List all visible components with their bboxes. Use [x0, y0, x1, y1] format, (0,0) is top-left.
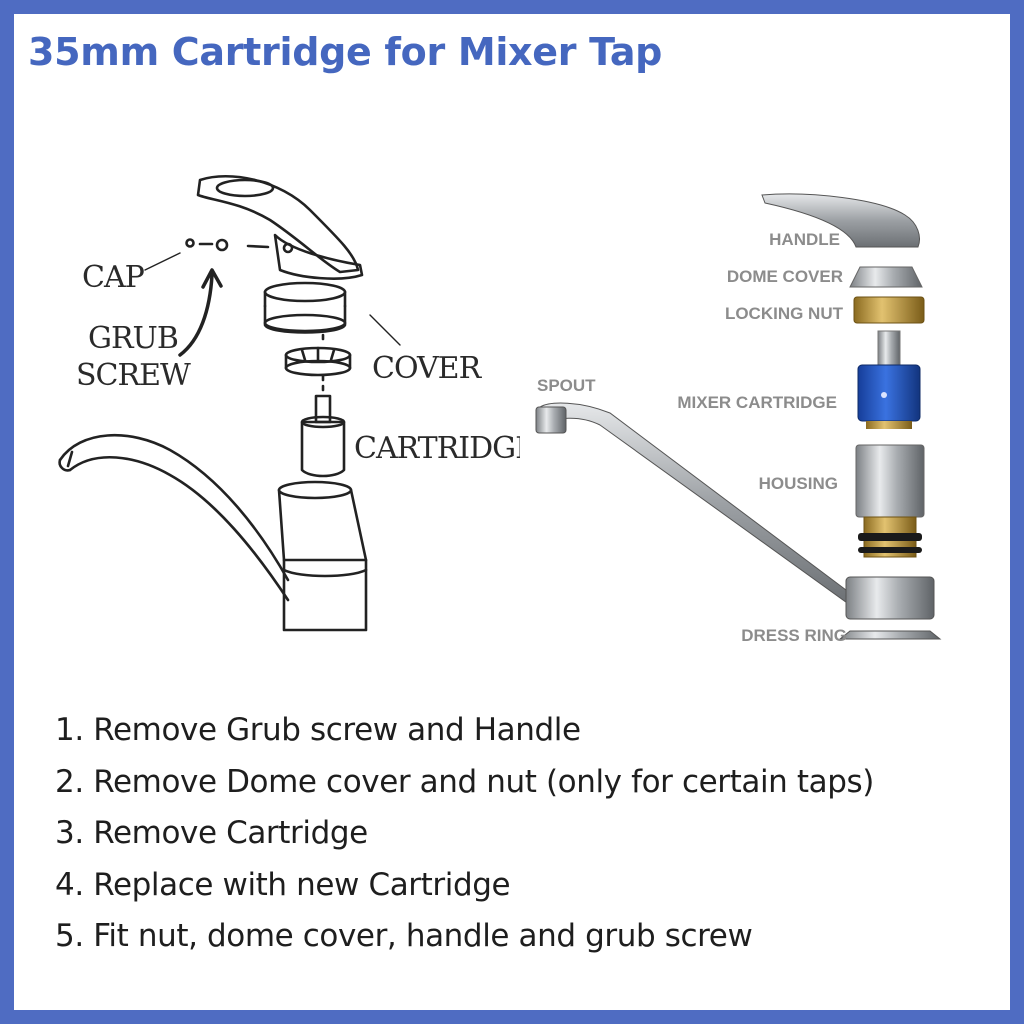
photo-dress-ring	[840, 631, 940, 639]
sketch-cover	[265, 283, 345, 333]
sketch-label-cap: CAP	[82, 260, 145, 295]
sketch-cartridge	[302, 396, 344, 476]
step-item: 4. Replace with new Cartridge	[55, 860, 874, 912]
sketch-handle	[198, 176, 362, 278]
photo-spout	[536, 403, 850, 605]
photo-diagram: HANDLE DOME COVER LOCKING NUT SPOUT MIXE…	[520, 175, 990, 655]
photo-label-handle: HANDLE	[769, 230, 840, 249]
step-item: 1. Remove Grub screw and Handle	[55, 705, 874, 757]
photo-base	[846, 577, 934, 619]
photo-label-housing: HOUSING	[759, 474, 838, 493]
photo-mixer-cartridge	[858, 331, 920, 429]
photo-label-spout: SPOUT	[537, 376, 596, 395]
sketch-label-cartridge: CARTRIDGE	[354, 431, 520, 466]
step-item: 5. Fit nut, dome cover, handle and grub …	[55, 911, 874, 963]
sketch-label-screw: SCREW	[76, 358, 191, 393]
page-title: 35mm Cartridge for Mixer Tap	[28, 30, 662, 74]
instruction-steps: 1. Remove Grub screw and Handle 2. Remov…	[55, 705, 874, 963]
photo-label-mixer-cartridge: MIXER CARTRIDGE	[677, 393, 837, 412]
photo-label-locking-nut: LOCKING NUT	[725, 304, 844, 323]
step-item: 2. Remove Dome cover and nut (only for c…	[55, 757, 874, 809]
photo-housing	[856, 445, 924, 557]
sketch-spout	[60, 435, 288, 600]
sketch-diagram: CAP GRUB SCREW COVER CARTRIDGE	[40, 160, 520, 650]
sketch-label-cover: COVER	[372, 351, 483, 386]
photo-label-dome-cover: DOME COVER	[727, 267, 843, 286]
sketch-nut	[286, 348, 350, 375]
sketch-label-grub: GRUB	[88, 321, 178, 356]
photo-locking-nut	[854, 297, 924, 323]
step-item: 3. Remove Cartridge	[55, 808, 874, 860]
photo-dome-cover	[850, 267, 922, 287]
photo-label-dress-ring: DRESS RING	[741, 626, 847, 645]
sketch-tap-body	[279, 482, 366, 630]
